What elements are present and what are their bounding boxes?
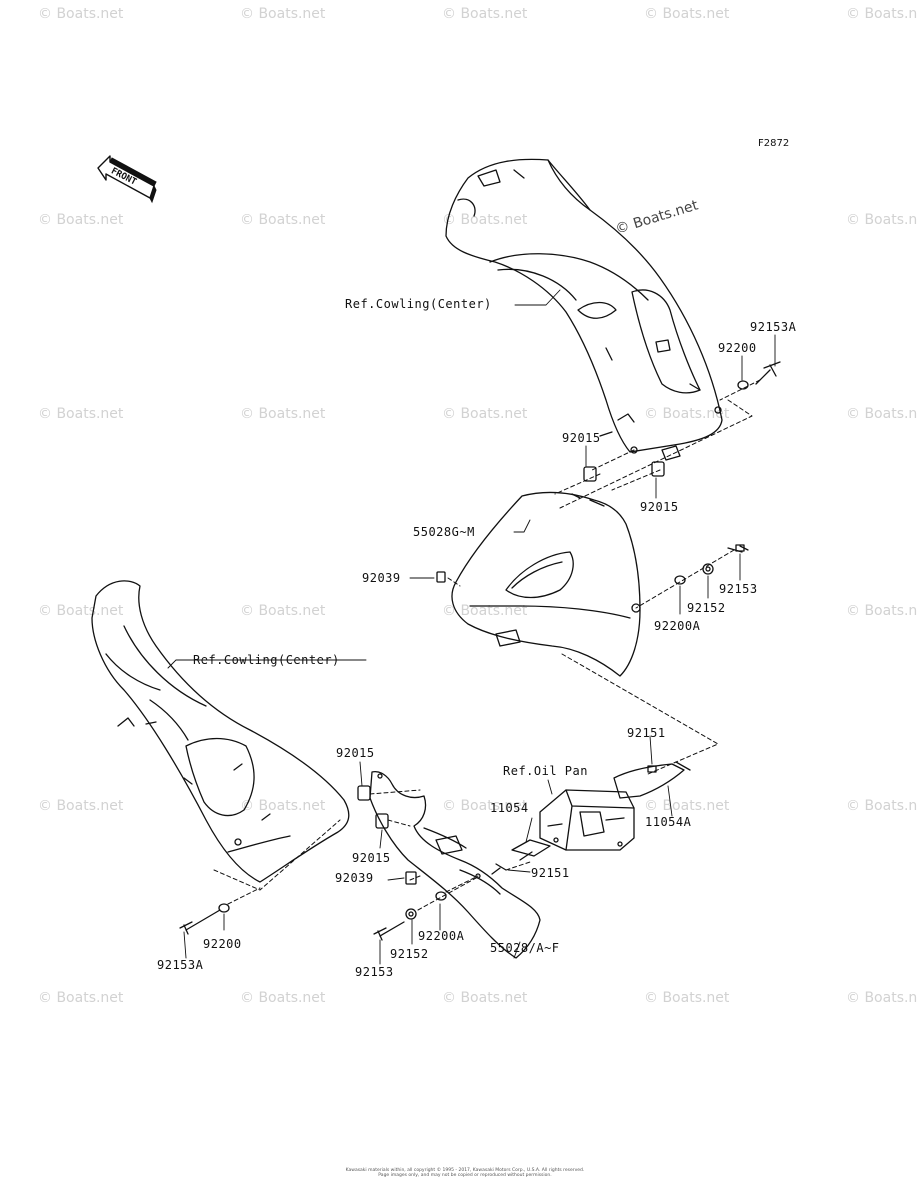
watermark: © Boats.net [644,6,730,22]
figure-code: F2872 [758,138,790,149]
label-ref-cowling-center-lower: Ref.Cowling(Center) [193,653,340,667]
watermark: © Boats.net [442,990,528,1006]
watermark: © Boats.net [846,603,917,619]
watermark: © Boats.net [846,6,917,22]
copyright-line-1: Kawasaki materials within, all copyright… [345,1168,585,1173]
watermark: © Boats.net [846,212,917,228]
label-part-92200-lower: 92200 [203,937,242,951]
watermark: © Boats.net [644,406,730,422]
watermark: © Boats.net [442,798,528,814]
watermark: © Boats.net [38,603,124,619]
lower-dashed-leaders [213,789,531,911]
upper-dashed-leaders [447,379,761,775]
watermark: © Boats.net [240,406,326,422]
watermark: © Boats.net [38,406,124,422]
label-part-92151-a: 92151 [627,726,666,740]
watermark: © Boats.net [38,798,124,814]
watermark: © Boats.net [240,6,326,22]
oil-pan-shape [511,761,691,861]
watermark: © Boats.net [644,990,730,1006]
label-part-11054: 11054 [490,801,529,815]
label-part-92200A-right: 92200A [654,619,701,633]
watermark: © Boats.net [846,406,917,422]
label-part-92152-lower: 92152 [390,947,429,961]
label-part-92015-a: 92015 [562,431,601,445]
front-direction-arrow-icon: FRONT [96,150,158,212]
watermark: © Boats.net [240,603,326,619]
lower-fasteners [179,765,657,941]
label-part-55028-A-F: 55028/A~F [490,941,560,955]
label-part-55028G-M: 55028G~M [413,525,475,539]
label-part-92152-right: 92152 [687,601,726,615]
label-part-92015-c: 92015 [336,746,375,760]
label-part-92015-b: 92015 [640,500,679,514]
label-part-11054A: 11054A [645,815,692,829]
watermark: © Boats.net [644,798,730,814]
label-part-92200A-lower: 92200A [418,929,465,943]
lower-cowl-55028g-m-shape [451,491,641,677]
watermark: © Boats.net [442,6,528,22]
watermark: © Boats.net [38,990,124,1006]
upper-fasteners [436,361,781,585]
label-part-92039-upper: 92039 [362,571,401,585]
label-part-92153-right: 92153 [719,582,758,596]
label-part-92039-lower: 92039 [335,871,374,885]
watermark: © Boats.net [38,212,124,228]
label-part-92200-upper: 92200 [718,341,757,355]
label-part-92151-b: 92151 [531,866,570,880]
label-part-92153A-lower: 92153A [157,958,204,972]
label-part-92015-d: 92015 [352,851,391,865]
upper-center-cowling-shape [445,158,723,454]
copyright-line-2: Page images only, and may not be copied … [378,1173,552,1178]
lower-center-cowling-shape [91,580,350,883]
watermark: © Boats.net [846,990,917,1006]
lower-cowl-55028-a-f-shape [369,770,541,959]
label-part-92153-lower: 92153 [355,965,394,979]
watermark: © Boats.net [442,603,528,619]
watermark: © Boats.net [442,406,528,422]
watermark: © Boats.net [38,6,124,22]
watermark: © Boats.net [240,990,326,1006]
watermark: © Boats.net [442,212,528,228]
label-part-92153A-upper: 92153A [750,320,797,334]
label-ref-oil-pan: Ref.Oil Pan [503,764,588,778]
watermark: © Boats.net [240,798,326,814]
watermark: © Boats.net [846,798,917,814]
label-leader-lines [167,289,776,965]
watermark: © Boats.net [240,212,326,228]
copyright-notice: Kawasaki materials within, all copyright… [300,1168,630,1178]
label-ref-cowling-center-upper: Ref.Cowling(Center) [345,297,492,311]
